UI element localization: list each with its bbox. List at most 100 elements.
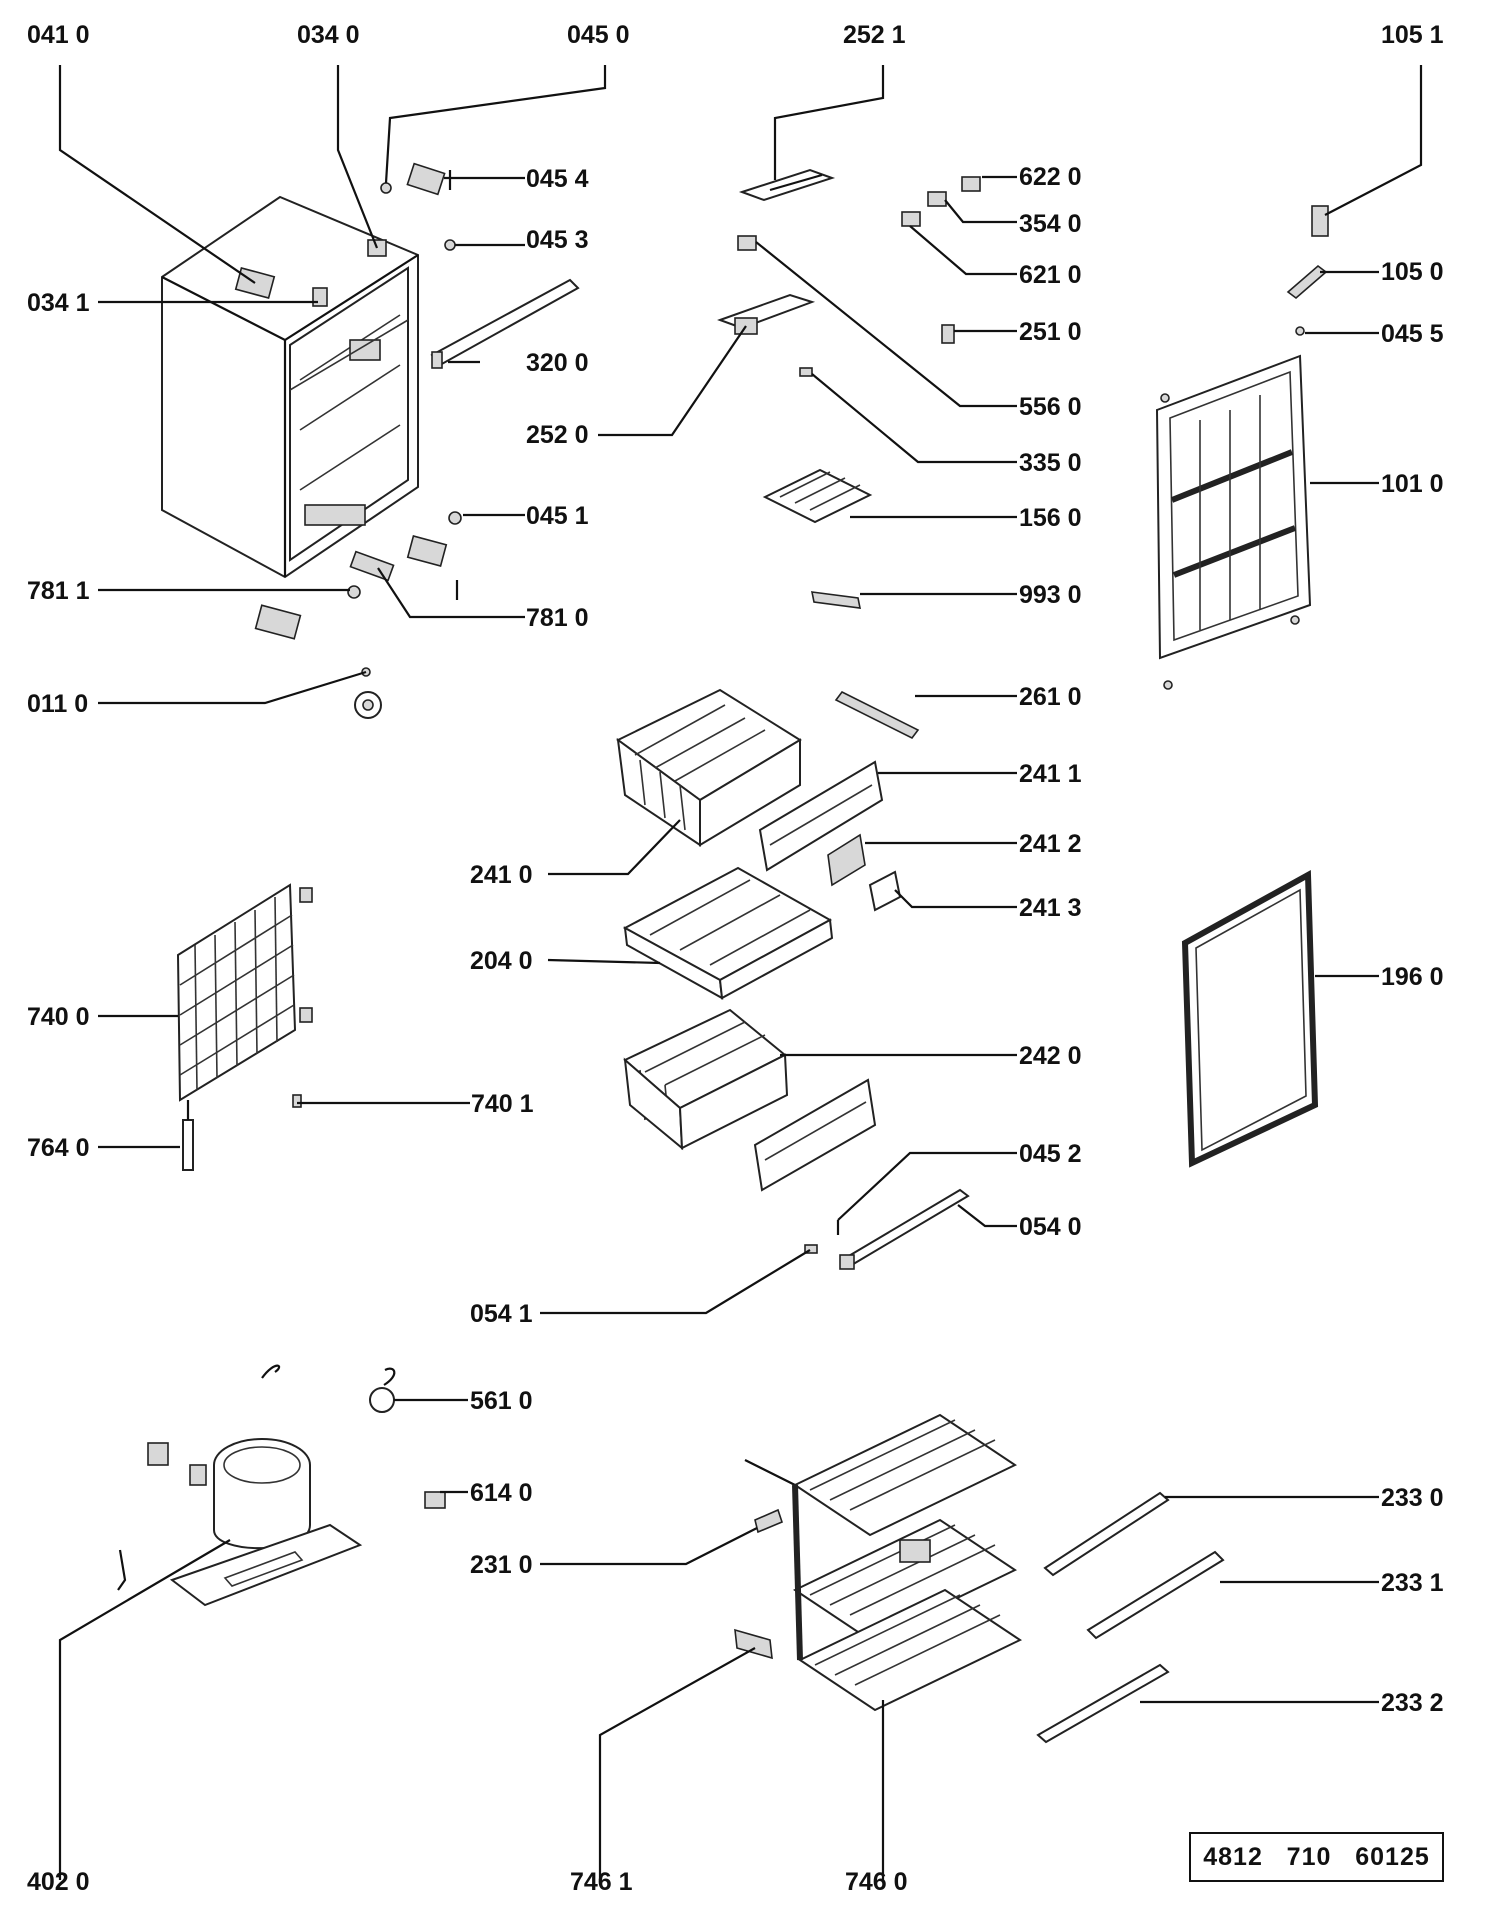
label-045-4: 045 4 [526,165,589,193]
switch-6210 [901,211,921,227]
handle-1051 [1311,205,1329,237]
relay-5610 [369,1367,396,1413]
gasket-1960 [1181,869,1319,1168]
label-045-2: 045 2 [1019,1140,1082,1168]
sensor-2510 [941,324,955,344]
label-622-0: 622 0 [1019,163,1082,191]
label-054-1: 054 1 [470,1300,533,1328]
label-993-0: 993 0 [1019,581,1082,609]
label-561-0: 561 0 [470,1387,533,1415]
label-034-1: 034 1 [27,289,90,317]
label-241-2: 241 2 [1019,830,1082,858]
label-740-0: 740 0 [27,1003,90,1031]
reference-number: 4812 710 60125 [1203,1842,1430,1871]
screw-7811 [347,585,361,599]
plate-2413 [868,870,902,912]
basket-2420 [623,1008,789,1151]
label-054-0: 054 0 [1019,1213,1082,1241]
label-746-1: 746 1 [570,1868,633,1896]
clip-bottom-left [117,1549,127,1591]
bracket-7461 [734,1628,773,1660]
door-1010 [1155,354,1312,690]
label-011-0: 011 0 [27,690,88,718]
drier-7640 [182,1100,194,1171]
bracket-2310 [754,1508,783,1534]
rail-2331 [1086,1550,1225,1640]
grommet-7401 [292,1094,302,1108]
label-231-0: 231 0 [470,1551,533,1579]
condenser-7400 [176,883,313,1102]
relay-box [147,1442,207,1486]
label-764-0: 764 0 [27,1134,90,1162]
basket-2410 [616,688,802,847]
label-045-3: 045 3 [526,226,589,254]
rail-2330 [1043,1491,1170,1577]
thermostat-cover-2521 [738,168,836,202]
label-354-0: 354 0 [1019,210,1082,238]
label-252-0: 252 0 [526,421,589,449]
tray-2040 [622,866,834,1000]
lamp-3350 [799,367,813,377]
label-204-0: 204 0 [470,947,533,975]
label-251-0: 251 0 [1019,318,1082,346]
label-746-0: 746 0 [845,1868,908,1896]
label-034-0: 034 0 [297,21,360,49]
basket-front-2411 [758,760,884,872]
label-781-0: 781 0 [526,604,589,632]
label-241-0: 241 0 [470,861,533,889]
label-041-0: 041 0 [27,21,90,49]
bracket-0341 [312,287,328,307]
rail-3200 [430,278,580,369]
label-233-0: 233 0 [1381,1484,1444,1512]
label-335-0: 335 0 [1019,449,1082,477]
flap-2412 [827,833,866,887]
base-plate-4020 [169,1523,363,1607]
label-242-0: 242 0 [1019,1042,1082,1070]
pin-0455 [1295,326,1305,336]
label-196-0: 196 0 [1381,963,1444,991]
part-labels: 041 0 034 0 045 0 252 1 105 1 045 4 622 … [27,21,1444,1896]
connector-6140 [424,1491,446,1509]
thermostat-2520 [717,293,816,335]
label-233-1: 233 1 [1381,1569,1444,1597]
screw-0450 [380,182,392,194]
screw-0453 [444,239,456,251]
label-105-1: 105 1 [1381,21,1444,49]
evaporator-7460 [744,1413,1023,1712]
label-101-0: 101 0 [1381,470,1444,498]
foot-0110 [354,667,382,719]
label-241-1: 241 1 [1019,760,1082,788]
clip-0541 [804,1244,818,1254]
label-621-0: 621 0 [1019,261,1082,289]
label-156-0: 156 0 [1019,504,1082,532]
clip-5610b [261,1364,281,1379]
basket-front-2420 [753,1078,877,1192]
label-233-2: 233 2 [1381,1689,1444,1717]
knob-5560 [737,235,757,251]
leader-lines [58,65,1423,1880]
hinge-plate-bottom [254,604,302,640]
strip-9930 [810,591,862,609]
label-320-0: 320 0 [526,349,589,377]
label-261-0: 261 0 [1019,683,1082,711]
rail-2332 [1036,1663,1170,1744]
compressor-4020 [213,1438,311,1550]
hinge-plate-0454 [406,162,452,196]
bar-0540 [839,1188,970,1270]
label-614-0: 614 0 [470,1479,533,1507]
label-045-0: 045 0 [567,21,630,49]
switch-3540 [927,191,947,207]
label-241-3: 241 3 [1019,894,1082,922]
label-045-5: 045 5 [1381,320,1444,348]
screw-0451 [448,511,462,525]
label-252-1: 252 1 [843,21,906,49]
ice-tray-1560 [762,468,873,524]
label-556-0: 556 0 [1019,393,1082,421]
label-781-1: 781 1 [27,577,90,605]
label-402-0: 402 0 [27,1868,90,1896]
label-740-1: 740 1 [471,1090,534,1118]
label-105-0: 105 0 [1381,258,1444,286]
cabinet-body [161,195,419,579]
latch-7810 [349,550,395,582]
